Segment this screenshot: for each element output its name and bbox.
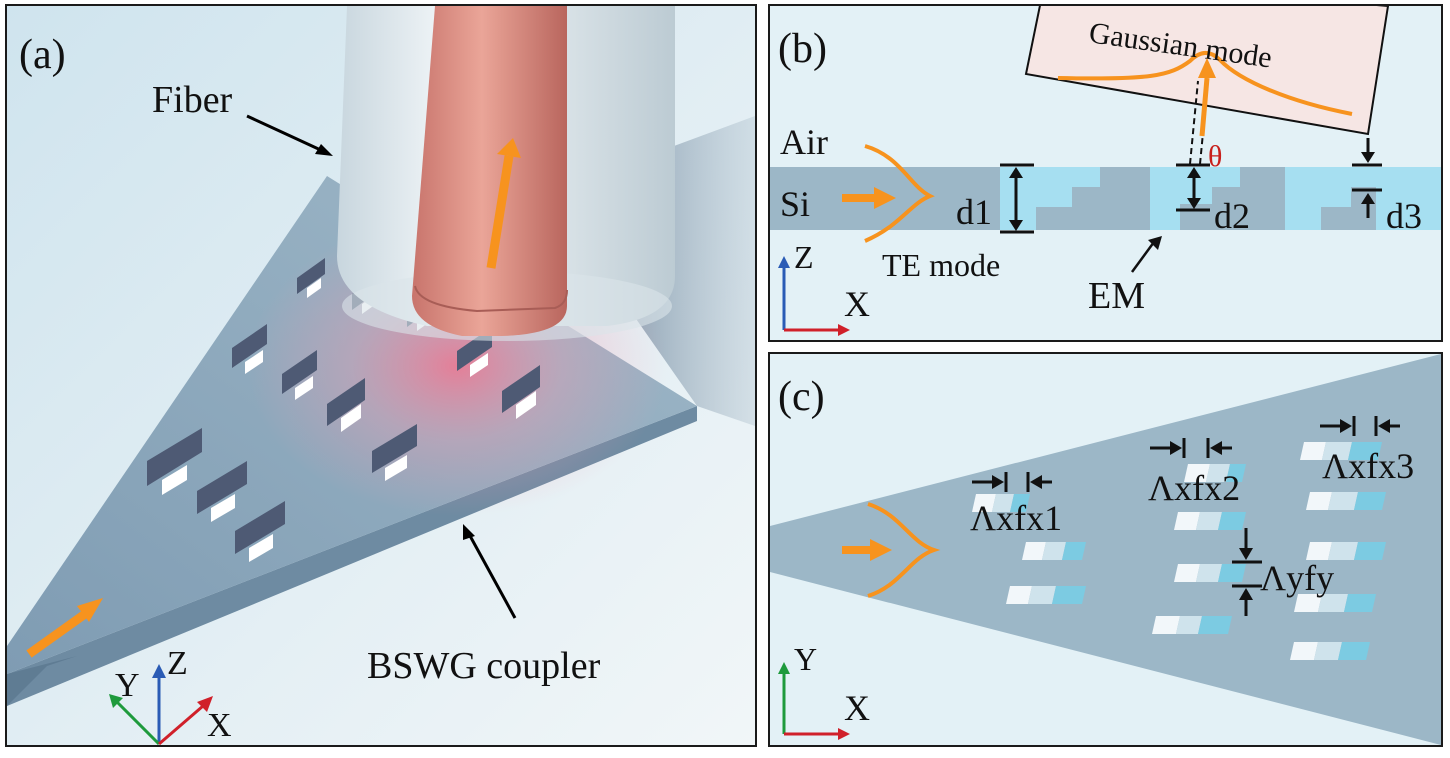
ly-marker [1232, 528, 1262, 616]
grating-hole [232, 324, 267, 374]
grating-element [972, 494, 1030, 512]
grating-element [1174, 512, 1246, 530]
coupler-callout-arrow [467, 533, 517, 619]
em-label: EM [1088, 275, 1145, 317]
coupler-taper [770, 354, 1441, 745]
grating-hole [197, 461, 247, 522]
gaussian-profile [1057, 51, 1353, 116]
panel-a-label: (a) [19, 32, 66, 78]
grating-hole [327, 378, 365, 432]
grating-element [1174, 564, 1246, 582]
d1-marker [1000, 163, 1034, 234]
grating-hole [282, 350, 317, 400]
te-mode-label: TE mode [882, 247, 1000, 283]
y-axis [115, 700, 161, 745]
axis-label-y: Y [115, 667, 140, 704]
panel-c-illustration: (c) Λxfx1 Λxfx2 Λxfx3 Λyfy Y X [770, 354, 1441, 745]
panel-b-illustration: Gaussian mode θ (b) Air Si d1 d [770, 6, 1441, 340]
grating-hole [147, 428, 202, 495]
etched-region-1 [1000, 167, 1100, 230]
input-light-arrow [26, 610, 88, 658]
lx1-label: Λxfx1 [970, 498, 1062, 538]
grating-column-2 [1152, 464, 1246, 634]
panel-c-label: (c) [778, 374, 825, 420]
x-axis [158, 704, 204, 745]
coupler-label: BSWG coupler [367, 645, 601, 687]
panel-b-label: (b) [778, 26, 827, 72]
axis-label-z: Z [794, 239, 814, 275]
emission-arrow [1199, 77, 1210, 137]
d3-label: d3 [1386, 196, 1422, 236]
grating-hole [297, 258, 325, 298]
grating-element [1290, 642, 1370, 660]
ly-label: Λyfy [1260, 558, 1334, 598]
panel-a: (a) Fiber BSWG coupler Y Z X [5, 4, 757, 747]
panel-a-illustration: (a) Fiber BSWG coupler Y Z X [7, 6, 755, 745]
grating-element [1306, 542, 1386, 560]
panel-b: Gaussian mode θ (b) Air Si d1 d [768, 4, 1443, 342]
lx3-label: Λxfx3 [1322, 446, 1414, 486]
fiber-label: Fiber [152, 79, 233, 121]
grating-hole [372, 424, 417, 481]
d3-marker [1352, 138, 1382, 218]
grating-element [1006, 586, 1086, 604]
te-mode-profile [864, 144, 935, 243]
fiber-core [412, 6, 567, 336]
fiber-light-arrow [486, 155, 514, 269]
grating-element [1294, 594, 1376, 612]
axis-label-y: Y [794, 641, 817, 677]
em-callout-arrow [1130, 241, 1156, 273]
axis-label-x: X [844, 284, 870, 324]
air-label: Air [780, 122, 828, 162]
grating-hole [235, 501, 285, 562]
grating-hole [502, 365, 540, 419]
grating-element [1022, 542, 1086, 560]
panel-c: (c) Λxfx1 Λxfx2 Λxfx3 Λyfy Y X [768, 352, 1443, 747]
axis-label-x: X [844, 688, 870, 728]
grating-column-1 [972, 494, 1086, 604]
d2-marker [1176, 163, 1210, 212]
fiber-callout-arrow [246, 114, 326, 154]
grating-element [1306, 492, 1386, 510]
axis-label-x: X [207, 707, 232, 744]
lx2-label: Λxfx2 [1148, 468, 1240, 508]
theta-label: θ [1208, 140, 1222, 173]
lx1-marker [972, 472, 1052, 492]
grating-element [1184, 464, 1246, 482]
te-mode-profile [867, 502, 941, 598]
etched-region-3 [1285, 167, 1441, 230]
grating-element [1152, 616, 1232, 634]
grating-element [1300, 442, 1382, 460]
grating-element [1000, 582, 1028, 600]
d1-label: d1 [956, 192, 992, 232]
si-label: Si [780, 184, 810, 224]
axis-label-z: Z [167, 645, 188, 682]
grating-column-3 [1290, 442, 1386, 660]
d2-label: d2 [1214, 196, 1250, 236]
